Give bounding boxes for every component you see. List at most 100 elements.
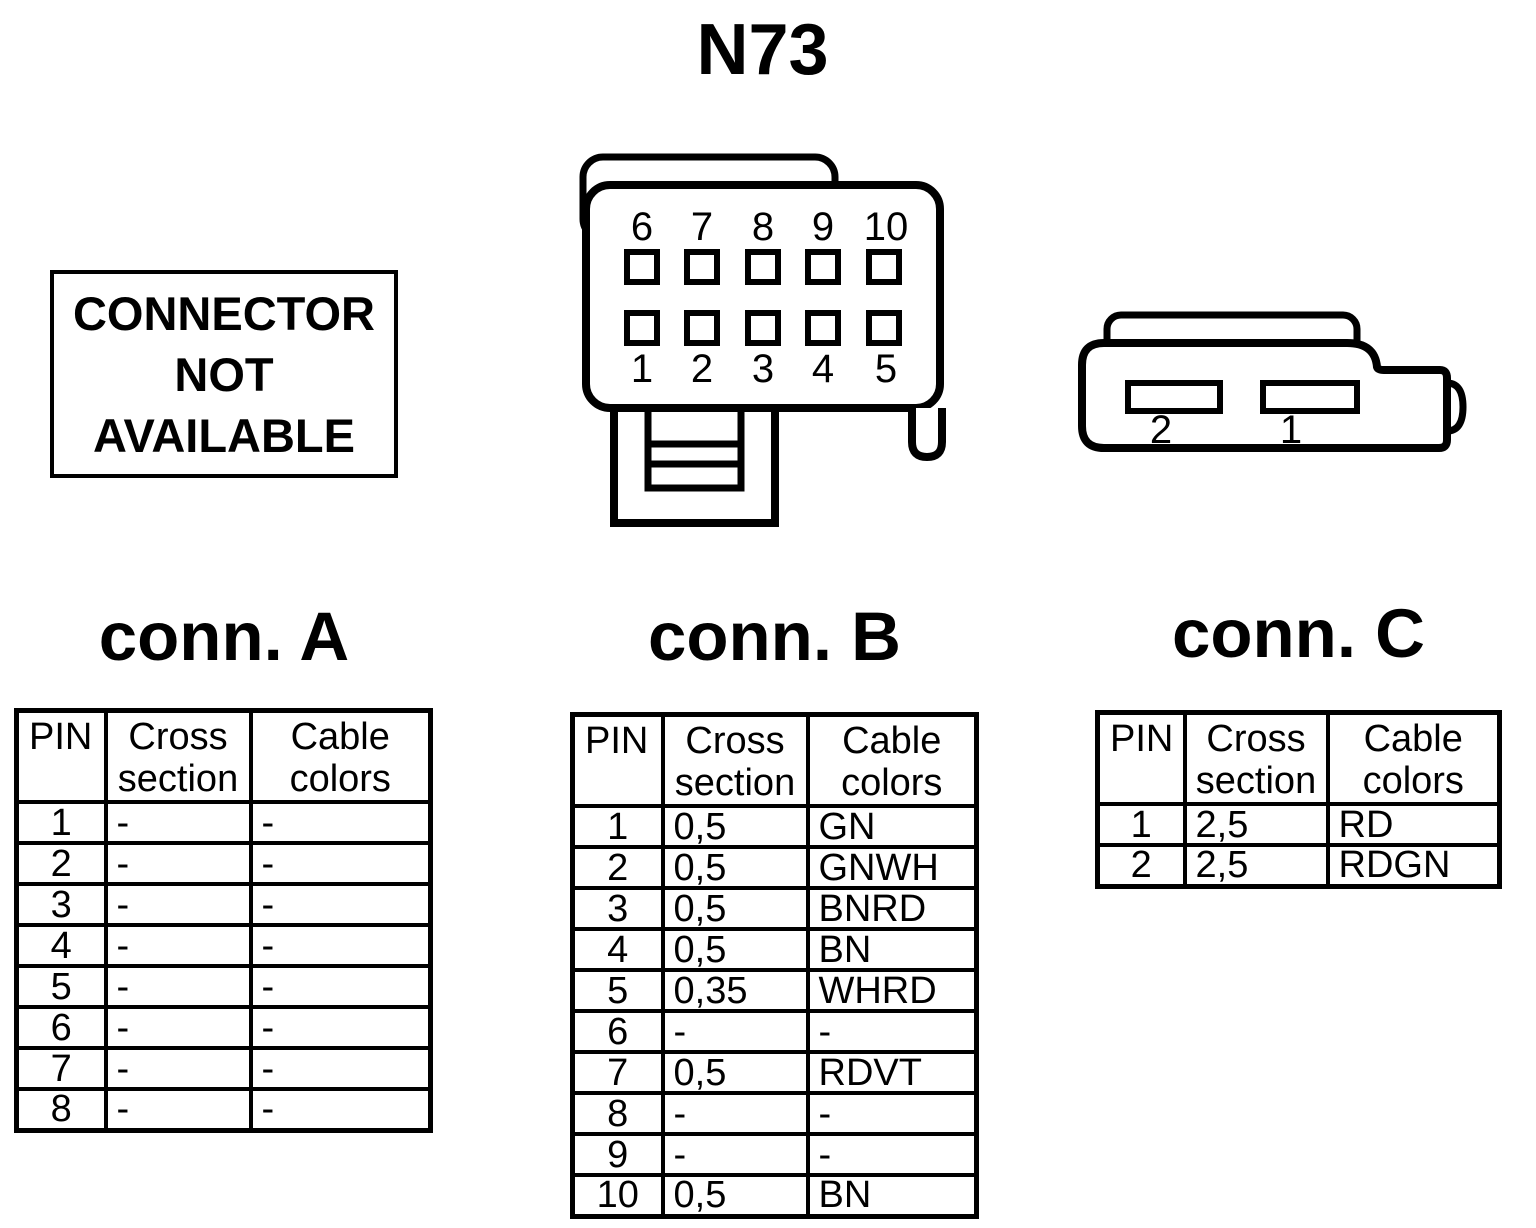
table-row: 8-- xyxy=(14,1087,433,1132)
table-row: 9-- xyxy=(570,1132,979,1177)
cross-section-cell: - xyxy=(103,882,253,927)
pin-number-9: 9 xyxy=(812,205,834,249)
table-row: 3-- xyxy=(14,882,433,927)
connector-b-side-tab xyxy=(908,408,946,462)
connector-b-latch xyxy=(610,404,779,527)
connector-not-available-box: CONNECTOR NOT AVAILABLE xyxy=(50,270,398,478)
conn-b-heading: conn. B xyxy=(648,598,901,675)
cross-section-cell: 0,5 xyxy=(660,927,810,972)
pin-square-9 xyxy=(805,249,841,285)
pin-cell: 7 xyxy=(570,1050,665,1095)
pin-square-7 xyxy=(684,249,720,285)
table-row: 7-- xyxy=(14,1046,433,1091)
na-line-1: CONNECTOR xyxy=(72,286,376,340)
cable-color-cell: - xyxy=(248,964,433,1009)
cross-section-cell: - xyxy=(103,800,253,845)
cross-section-cell: - xyxy=(660,1009,810,1054)
cable-color-cell: - xyxy=(248,882,433,927)
cable-color-cell: - xyxy=(805,1091,979,1136)
pin-column-header: PIN xyxy=(14,708,108,804)
cross-section-column-header: Cross section xyxy=(103,708,253,804)
cross-section-cell: - xyxy=(103,1046,253,1091)
table-row: 8-- xyxy=(570,1091,979,1136)
cross-section-column-header: Cross section xyxy=(660,712,810,808)
pin-cell: 7 xyxy=(14,1046,108,1091)
cross-section-cell: - xyxy=(103,1005,253,1050)
page-title: N73 xyxy=(696,10,829,90)
cable-colors-column-header: Cable colors xyxy=(805,712,979,808)
pin-square-2 xyxy=(684,310,720,346)
pin-number-3: 3 xyxy=(752,347,774,391)
cable-colors-column-header: Cable colors xyxy=(1325,710,1502,806)
pin-square-10 xyxy=(866,249,902,285)
connector-c-slot-2 xyxy=(1125,380,1223,414)
pin-square-1 xyxy=(624,310,660,346)
pin-cell: 2 xyxy=(1095,843,1187,888)
pin-cell: 1 xyxy=(1095,802,1187,847)
cable-color-cell: RDGN xyxy=(1325,843,1502,888)
cross-section-cell: 2,5 xyxy=(1182,843,1330,888)
table-row: 1-- xyxy=(14,800,433,845)
cross-section-cell: 0,35 xyxy=(660,968,810,1013)
pin-number-7: 7 xyxy=(691,205,713,249)
cable-color-cell: BN xyxy=(805,1173,979,1218)
cable-color-cell: RD xyxy=(1325,802,1502,847)
cross-section-cell: 0,5 xyxy=(660,845,810,890)
pin-square-8 xyxy=(745,249,781,285)
pin-square-6 xyxy=(624,249,660,285)
table-row: 4-- xyxy=(14,923,433,968)
pin-cell: 5 xyxy=(570,968,665,1013)
cable-color-cell: - xyxy=(805,1132,979,1177)
cable-color-cell: BN xyxy=(805,927,979,972)
cross-section-cell: - xyxy=(103,964,253,1009)
pin-cell: 8 xyxy=(570,1091,665,1136)
header-row: PIN Cross section Cable colors xyxy=(1095,710,1502,806)
pin-cell: 4 xyxy=(570,927,665,972)
slot-label-2: 2 xyxy=(1150,408,1172,452)
conn-a-table: PIN Cross section Cable colors 1--2--3--… xyxy=(14,708,433,1133)
slot-label-1: 1 xyxy=(1280,408,1302,452)
pin-number-8: 8 xyxy=(752,205,774,249)
pin-cell: 10 xyxy=(570,1173,665,1218)
pin-cell: 6 xyxy=(14,1005,108,1050)
connector-b-graphic: 6 7 8 9 10 1 2 3 4 5 xyxy=(579,153,946,527)
connector-c-graphic: 2 1 xyxy=(1078,311,1467,452)
pin-cell: 3 xyxy=(570,886,665,931)
cable-color-cell: - xyxy=(805,1009,979,1054)
pin-column-header: PIN xyxy=(570,712,665,808)
connector-b-latch-inner xyxy=(644,410,745,492)
pin-number-1: 1 xyxy=(631,347,653,391)
cross-section-cell: 0,5 xyxy=(660,1050,810,1095)
cable-color-cell: - xyxy=(248,1046,433,1091)
pin-cell: 1 xyxy=(14,800,108,845)
cable-color-cell: - xyxy=(248,841,433,886)
pin-cell: 2 xyxy=(14,841,108,886)
cable-color-cell: - xyxy=(248,1087,433,1132)
cross-section-cell: - xyxy=(660,1132,810,1177)
cable-color-cell: BNRD xyxy=(805,886,979,931)
cross-section-cell: 0,5 xyxy=(660,1173,810,1218)
connector-c-slot-1 xyxy=(1260,380,1360,414)
cable-color-cell: RDVT xyxy=(805,1050,979,1095)
cable-color-cell: GN xyxy=(805,804,979,849)
cable-colors-column-header: Cable colors xyxy=(248,708,433,804)
conn-a-heading: conn. A xyxy=(98,598,350,675)
cable-color-cell: WHRD xyxy=(805,968,979,1013)
pin-number-10: 10 xyxy=(864,205,909,249)
pin-cell: 4 xyxy=(14,923,108,968)
header-row: PIN Cross section Cable colors xyxy=(14,708,433,804)
pin-cell: 9 xyxy=(570,1132,665,1177)
cross-section-cell: 0,5 xyxy=(660,886,810,931)
cable-color-cell: - xyxy=(248,923,433,968)
pin-cell: 5 xyxy=(14,964,108,1009)
